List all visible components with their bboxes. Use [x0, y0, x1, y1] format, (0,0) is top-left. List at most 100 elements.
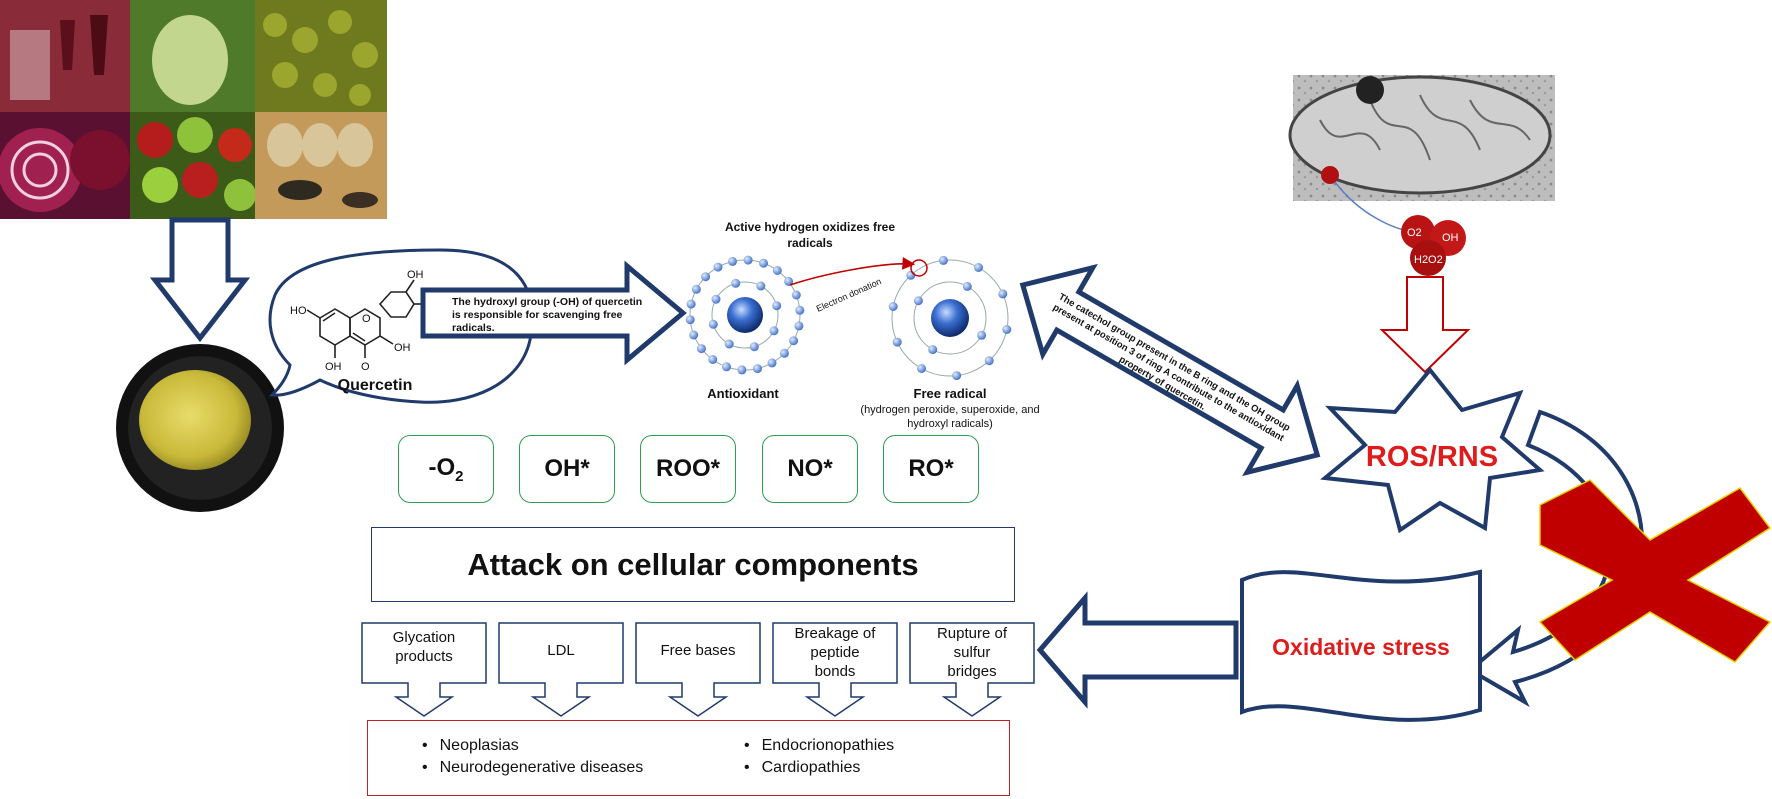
electron — [984, 356, 994, 366]
ros-molecules-icon — [1401, 215, 1466, 276]
component-callouts — [361, 622, 1035, 717]
free-radical-detail: (hydrogen peroxide, superoxide, and hydr… — [860, 404, 1039, 430]
electron — [906, 270, 916, 280]
radical-label: ROO* — [655, 455, 720, 482]
svg-text:is responsible for scavenging: is responsible for scavenging free — [452, 309, 623, 321]
disease-item: Endocrionopathies — [744, 735, 895, 757]
electron — [691, 284, 701, 294]
stress-to-components-arrow — [1036, 591, 1239, 709]
free-radical-label: Free radical — [914, 386, 987, 401]
electron-microscope-mitochondrion — [1288, 75, 1555, 201]
electron — [795, 305, 805, 315]
group-o-ring: O — [362, 313, 371, 325]
group-ho: HO — [290, 305, 307, 317]
component-peptide-bonds: Breakage of peptide bonds — [794, 625, 876, 680]
electron — [689, 330, 699, 340]
group-oh-bottom: OH — [325, 361, 342, 373]
electron — [701, 272, 711, 282]
radical-label: NO* — [787, 455, 833, 482]
electron — [724, 339, 734, 349]
svg-text:The hydroxyl group (-OH) of qu: The hydroxyl group (-OH) of quercetin — [452, 296, 642, 308]
radical-box-hydroxyl: OH* — [519, 435, 615, 503]
antioxidant-atom-icon — [685, 255, 805, 375]
oxidative-stress-banner — [1240, 569, 1482, 722]
radical-box-superoxide: -O2 — [398, 435, 494, 503]
attack-box: Attack on cellular components — [371, 527, 1015, 602]
electron — [759, 258, 768, 268]
electron — [728, 256, 737, 266]
ros-rns-star — [1320, 366, 1545, 534]
disease-item: Neoplasias — [422, 735, 643, 757]
component-glycation: Glycation products — [392, 629, 456, 665]
electron — [952, 371, 962, 381]
electron — [794, 321, 804, 331]
electron-donation-arrow — [789, 257, 916, 286]
radical-label: OH* — [544, 455, 590, 482]
diseases-box: Neoplasias Neurodegenerative diseases En… — [367, 720, 1010, 796]
electron — [708, 355, 718, 364]
food-to-powder-arrow — [149, 217, 251, 343]
svg-text:present at position 3 of ring: present at position 3 of ring A contribu… — [1051, 302, 1287, 444]
group-oh-ring: OH — [394, 342, 411, 354]
ros-species-labels: O2 OH H2O2 — [1407, 227, 1459, 266]
active-hydrogen-title: Active hydrogen oxidizes free radicals — [725, 220, 895, 250]
electron — [769, 326, 779, 336]
ros-rns-label: ROS/RNS — [1366, 441, 1498, 473]
electron — [962, 281, 972, 291]
electron — [892, 337, 902, 347]
quercetin-label: Quercetin — [338, 377, 413, 394]
electron — [685, 315, 695, 325]
component-sulfur-bridges: Rupture of sulfur bridges — [936, 625, 1008, 680]
electron — [722, 362, 731, 372]
oxidative-stress-label: Oxidative stress — [1272, 634, 1450, 660]
electron — [888, 302, 898, 311]
electron — [779, 348, 789, 358]
electron — [731, 278, 741, 288]
svg-text:The catechol group present in: The catechol group present in the B ring… — [1057, 292, 1293, 434]
electron — [767, 358, 777, 368]
electron — [1002, 325, 1012, 334]
electron-donation-label: Electron donation — [815, 276, 883, 314]
ros-down-arrow — [1379, 276, 1471, 374]
catechol-double-arrow: The catechol group present in the B ring… — [1019, 263, 1321, 477]
radical-box-peroxyl: ROO* — [640, 435, 736, 503]
disease-item: Cardiopathies — [744, 757, 894, 779]
quercetin-powder-bowl — [116, 344, 284, 512]
electron — [784, 276, 794, 286]
electron — [743, 255, 753, 265]
svg-text:hydroxyl radicals): hydroxyl radicals) — [907, 418, 993, 430]
electron — [696, 344, 706, 354]
electron — [753, 364, 762, 374]
diseases-list-left: Neoplasias Neurodegenerative diseases — [422, 735, 644, 779]
svg-text:Active hydrogen oxidizes free: Active hydrogen oxidizes free — [725, 220, 895, 234]
radical-box-alkoxyl: RO* — [883, 435, 979, 503]
electron — [928, 345, 938, 355]
svg-text:radicals: radicals — [787, 236, 833, 250]
hydroxyl-arrow — [420, 260, 687, 366]
species-o2: O2 — [1407, 227, 1422, 239]
species-oh: OH — [1442, 232, 1459, 244]
quercetin-molecule — [306, 279, 428, 358]
electron — [737, 365, 747, 375]
antioxidant-label: Antioxidant — [707, 386, 779, 401]
electron — [917, 364, 926, 373]
group-oh-top: OH — [407, 269, 424, 281]
component-free-bases: Free bases — [660, 642, 736, 659]
electron — [749, 342, 759, 352]
electron — [686, 299, 696, 309]
free-radical-atom-icon — [888, 255, 1012, 381]
radical-box-nitric-oxide: NO* — [762, 435, 858, 503]
attack-label: Attack on cellular components — [467, 546, 919, 582]
radical-label: -O2 — [428, 453, 464, 485]
hydroxyl-text: The hydroxyl group (-OH) of quercetin is… — [452, 296, 642, 334]
disease-item: Neurodegenerative diseases — [422, 757, 644, 779]
radical-label: RO* — [908, 455, 954, 482]
svg-text:(hydrogen peroxide, superoxide: (hydrogen peroxide, superoxide, and — [860, 404, 1039, 416]
electron — [977, 330, 987, 340]
svg-text:radicals.: radicals. — [452, 322, 495, 334]
diseases-list-right: Endocrionopathies Cardiopathies — [744, 735, 895, 779]
electron — [756, 281, 766, 291]
electron — [789, 336, 799, 346]
electron — [772, 266, 782, 275]
